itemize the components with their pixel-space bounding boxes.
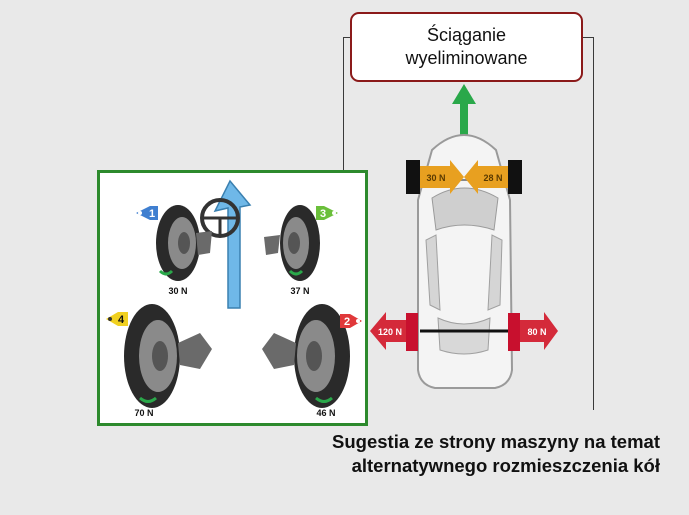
caption-line-2: alternatywnego rozmieszczenia kół [351,455,660,476]
wheel-2-number: 2 [344,316,350,328]
wheel-4-number: 4 [118,314,125,326]
rear-left-force-arrow: 120 N [370,312,406,350]
caption-line-1: Sugestia ze strony maszyny na temat [332,431,660,452]
rear-right-tire [508,313,520,351]
result-line-2: wyeliminowane [405,48,528,68]
car-body [417,134,514,389]
rear-right-force-label: 80 N [527,327,546,337]
wheel-3-number: 3 [320,208,326,220]
front-left-tire [406,160,420,194]
car-top-view: 30 N 28 N 120 N 80 N [370,84,558,389]
wheel-4-tag: 4 [106,312,128,326]
wheel-2 [262,304,350,408]
front-right-force-arrow: 28 N [464,160,508,194]
rear-left-tire [406,313,418,351]
result-box: Ściąganie wyeliminowane [350,12,583,82]
wheel-3-force: 37 N [290,286,309,296]
front-right-force-label: 28 N [483,173,502,183]
front-left-force-label: 30 N [426,173,445,183]
wheel-1 [156,205,212,281]
wheel-arrangement-panel: 1 30 N 3 37 N 4 70 N [97,170,368,426]
rear-left-force-label: 120 N [378,327,402,337]
rear-right-force-arrow: 80 N [520,312,558,350]
wheel-3 [264,205,320,281]
steering-wheel-icon [200,198,240,238]
wheel-2-tag: 2 [340,314,362,328]
wheel-4 [124,304,212,408]
result-line-1: Ściąganie [426,25,507,45]
wheel-4-force: 70 N [134,408,153,418]
direction-arrow [213,179,252,309]
front-left-force-arrow: 30 N [420,160,464,194]
wheel-1-tag: 1 [136,206,158,220]
caption: Sugestia ze strony maszyny na temat alte… [140,430,660,478]
front-right-tire [508,160,522,194]
wheel-1-force: 30 N [168,286,187,296]
wheel-3-tag: 3 [316,206,338,220]
wheel-1-number: 1 [149,208,155,220]
wheel-2-force: 46 N [316,408,335,418]
wheel-illustration: 1 30 N 3 37 N 4 70 N [106,179,362,418]
